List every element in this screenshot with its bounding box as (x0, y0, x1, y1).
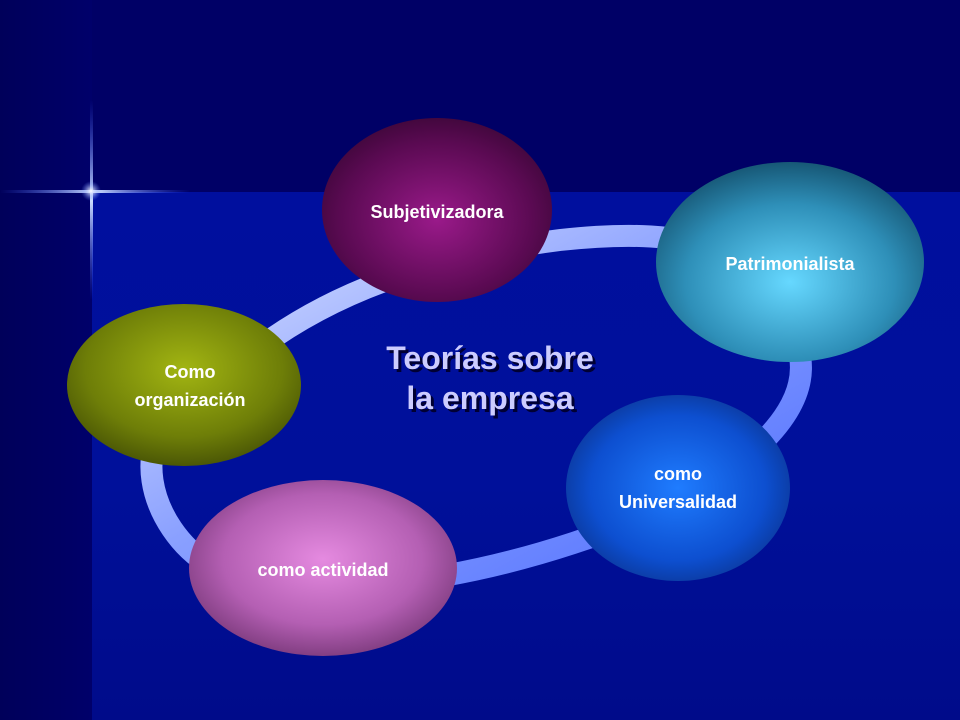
label-como-organizacion: Como organización (134, 362, 246, 410)
node-como-actividad (189, 480, 457, 656)
diagram-title: Teorías sobre la empresa (386, 340, 594, 416)
label-patrimonialista: Patrimonialista (725, 254, 855, 274)
node-patrimonialista (656, 162, 924, 362)
label-subjetivizadora: Subjetivizadora (370, 202, 504, 222)
node-como-universalidad (566, 395, 790, 581)
label-como-universalidad: como Universalidad (618, 464, 738, 512)
label-como-actividad: como actividad (257, 560, 389, 580)
node-como-organizacion (67, 304, 301, 466)
node-subjetivizadora (322, 118, 552, 302)
